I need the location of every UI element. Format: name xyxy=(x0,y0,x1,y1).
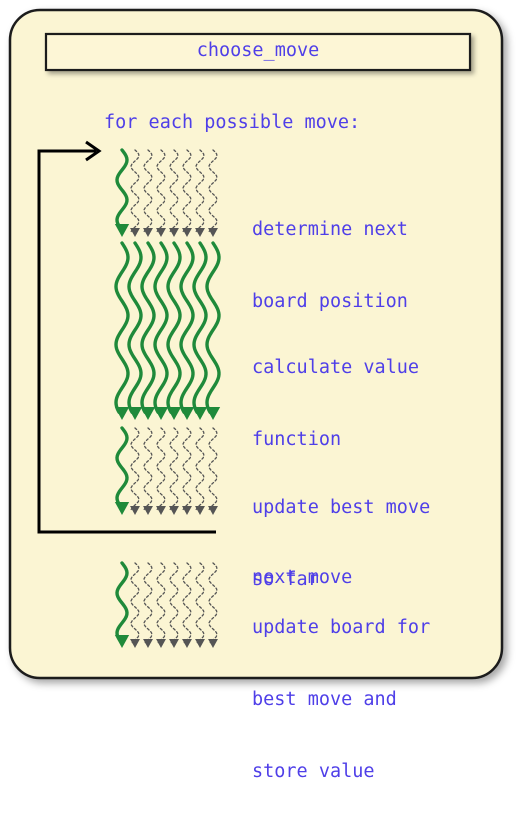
idle-thread-head xyxy=(182,228,192,237)
idle-thread-head xyxy=(195,639,205,648)
idle-thread-head xyxy=(182,506,192,515)
step-line: function xyxy=(252,429,342,450)
active-thread-head xyxy=(114,502,130,515)
idle-thread-head xyxy=(143,228,153,237)
step-line: update board for xyxy=(252,617,431,638)
idle-thread xyxy=(130,427,140,511)
idle-thread xyxy=(208,149,218,233)
active-thread-head xyxy=(153,407,169,420)
idle-thread xyxy=(130,562,140,644)
active-thread xyxy=(179,241,195,414)
active-thread xyxy=(115,426,129,509)
title-box xyxy=(44,32,472,72)
idle-thread xyxy=(195,427,205,511)
step-calculate-value-function: calculate value function xyxy=(252,308,419,500)
idle-thread-head xyxy=(169,506,179,515)
loop-arrow xyxy=(37,149,216,534)
step-line: calculate value xyxy=(252,357,420,378)
diagram-title: choose_move xyxy=(196,40,320,61)
idle-thread-head xyxy=(169,228,179,237)
idle-thread-head xyxy=(208,228,218,237)
idle-thread-head xyxy=(143,506,153,515)
active-thread-head xyxy=(205,407,221,420)
idle-thread xyxy=(195,562,205,644)
idle-thread-head xyxy=(156,228,166,237)
active-thread-head xyxy=(114,407,130,420)
active-thread-head xyxy=(166,407,182,420)
active-thread-head xyxy=(114,635,130,648)
idle-thread xyxy=(195,149,205,233)
idle-thread-head xyxy=(195,506,205,515)
active-thread-head xyxy=(179,407,195,420)
step-determine-next-position: determine next board position xyxy=(252,170,408,362)
diagram-svg xyxy=(8,8,504,680)
active-thread xyxy=(153,241,169,414)
active-thread xyxy=(127,241,143,414)
idle-thread xyxy=(208,562,218,644)
active-thread xyxy=(115,561,129,642)
idle-thread xyxy=(182,562,192,644)
idle-thread xyxy=(143,427,153,511)
idle-thread xyxy=(182,149,192,233)
active-thread xyxy=(115,148,129,231)
active-thread xyxy=(114,241,130,414)
step-line: determine next xyxy=(252,219,408,240)
idle-thread xyxy=(182,427,192,511)
idle-thread xyxy=(169,562,179,644)
step-next-move: next move xyxy=(252,518,352,638)
idle-thread-head xyxy=(182,639,192,648)
loop-arrow-head xyxy=(85,140,102,162)
step-update-board: update board for best move and store val… xyxy=(252,568,430,832)
idle-thread-head xyxy=(208,639,218,648)
idle-thread-head xyxy=(130,639,140,648)
idle-thread-head xyxy=(156,506,166,515)
idle-thread xyxy=(143,562,153,644)
step-line: board position xyxy=(252,291,408,312)
step-line: so far xyxy=(252,569,319,590)
idle-thread xyxy=(156,149,166,233)
active-thread-head xyxy=(192,407,208,420)
active-thread xyxy=(166,241,182,414)
active-thread xyxy=(192,241,208,414)
active-thread-head xyxy=(127,407,143,420)
active-thread-head xyxy=(114,224,130,237)
idle-thread-head xyxy=(130,506,140,515)
idle-thread xyxy=(130,149,140,233)
diagram-canvas: choose_move for each possible move: dete… xyxy=(8,8,504,782)
step-line: update best move xyxy=(252,497,431,518)
idle-thread-head xyxy=(130,228,140,237)
idle-thread xyxy=(156,427,166,511)
active-thread-head xyxy=(140,407,156,420)
step-update-best-move: update best move so far xyxy=(252,448,430,640)
idle-thread xyxy=(156,562,166,644)
step-line: store value xyxy=(252,761,375,782)
idle-thread-head xyxy=(169,639,179,648)
idle-thread xyxy=(143,149,153,233)
idle-thread-head xyxy=(195,228,205,237)
idle-thread-head xyxy=(143,639,153,648)
thread-groups xyxy=(114,148,221,648)
idle-thread-head xyxy=(156,639,166,648)
step-line: next move xyxy=(252,567,353,588)
idle-thread xyxy=(169,427,179,511)
active-thread xyxy=(205,241,221,414)
idle-thread xyxy=(169,149,179,233)
idle-thread-head xyxy=(208,506,218,515)
active-thread xyxy=(140,241,156,414)
loop-header: for each possible move: xyxy=(104,112,361,133)
idle-thread xyxy=(208,427,218,511)
